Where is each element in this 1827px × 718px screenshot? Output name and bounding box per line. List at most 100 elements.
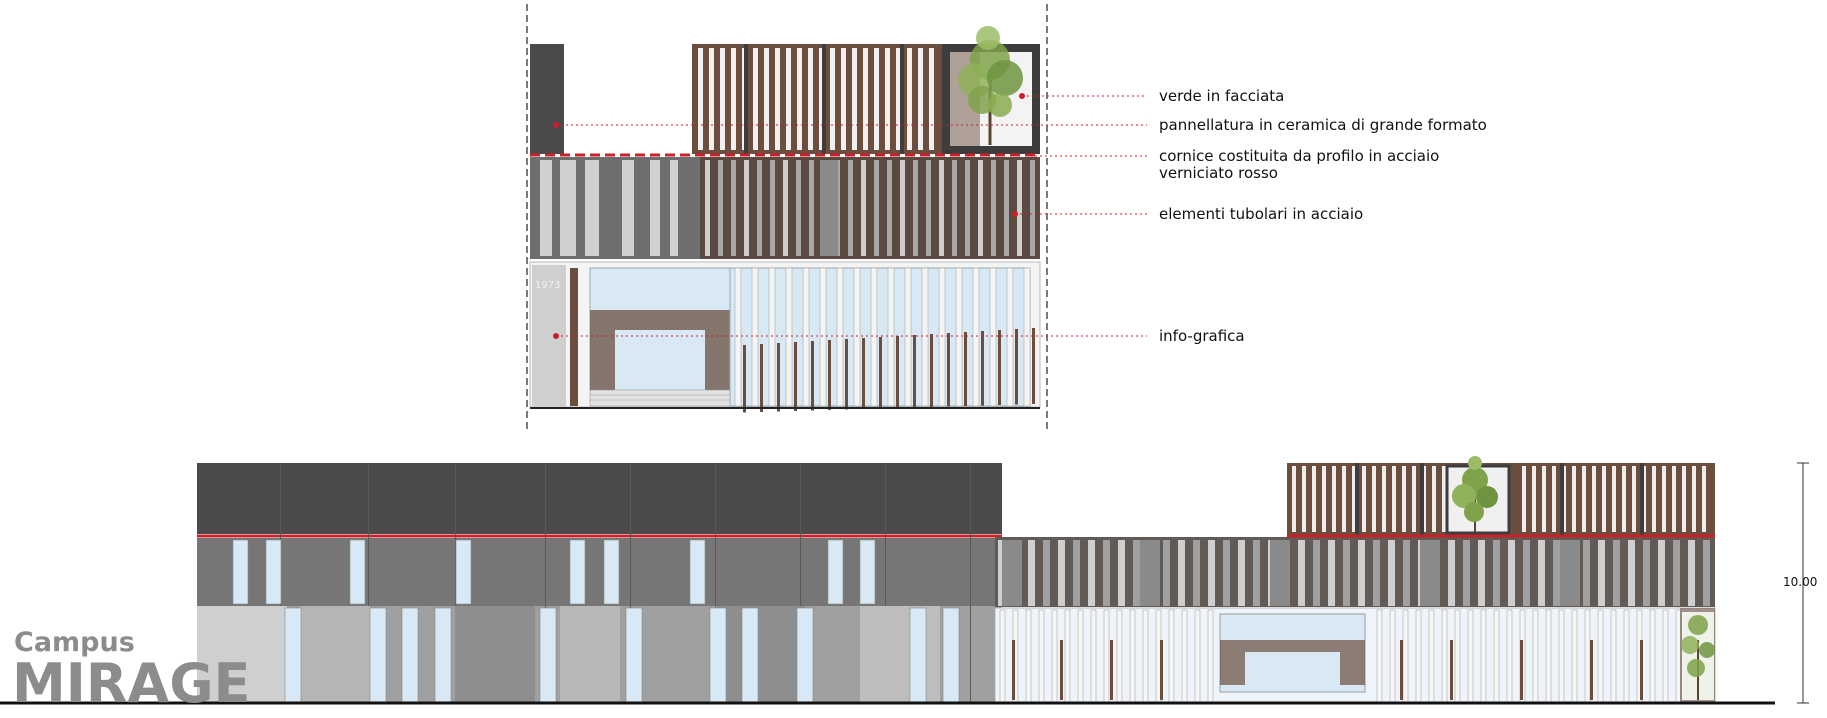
tubular-element [952,160,957,256]
brand-mirage: MIRAGE [12,652,250,715]
ribbon-window [265,539,282,605]
glass-mullion [1389,609,1396,703]
tubular-element [1163,540,1170,606]
glass-mullion [1506,609,1513,703]
tubular-element [1583,540,1590,606]
louvre-fin [1652,466,1656,532]
tubular-element [926,160,931,256]
louvre-fin [929,48,934,150]
tubular-element [1223,540,1230,606]
upper-tree-icon [1452,456,1498,532]
glass-mullion [1051,609,1058,703]
detail-tree-icon [958,26,1023,145]
panel-joint [885,463,886,702]
louvre-fin [863,48,868,150]
middle-panel [585,160,599,256]
tubular-element [1118,540,1125,606]
ribbon-window [401,607,419,703]
middle-panel [1002,540,1022,606]
tubular-element [900,160,905,256]
louvre-fin [698,48,703,150]
ribbon-window [909,607,927,703]
tubular-element [1508,540,1515,606]
annotation-cornice-line1: cornice costituita da profilo in acciaio [1159,147,1439,165]
middle-panel [650,160,660,256]
louvre-fin [1622,466,1626,532]
glass-mullion [1428,609,1435,703]
tubular-element [770,160,775,256]
tubular-element [757,160,762,256]
ribbon-window [942,607,960,703]
middle-panel [670,160,678,256]
tubular-element [1358,540,1365,606]
glass-mullion [938,267,946,407]
glass-mullion [1623,609,1630,703]
tubular-element [965,160,970,256]
tubular-element [1238,540,1245,606]
glass-mullion [1064,609,1071,703]
louvre-fin [1612,466,1616,532]
tubular-element [1463,540,1470,606]
wood-fin [981,331,984,406]
glass-mullion [853,267,861,407]
louvre-mullion [1640,463,1644,535]
wood-fin [1520,640,1523,700]
tubular-element [705,160,710,256]
tubular-element [1073,540,1080,606]
louvre-fin [1302,466,1306,532]
glass-mullion [955,267,963,407]
tubular-element [783,160,788,256]
new-wing-middle-fins [998,540,1710,606]
tubular-element [1017,160,1022,256]
louvre-fin [1432,466,1436,532]
lower-cladding-panel [860,606,940,702]
louvre-fin [1322,466,1326,532]
ribbon-window [569,539,586,605]
ribbon-window [603,539,620,605]
glass-mullion [1662,609,1669,703]
glass-mullion [1493,609,1500,703]
glass-mullion [785,267,793,407]
glass-mullion [1532,609,1539,703]
glass-mullion [1558,609,1565,703]
louvre-fin [841,48,846,150]
glass-mullion [1376,609,1383,703]
tubular-element [1043,540,1050,606]
louvre-fin [1532,466,1536,532]
panel-joint [715,463,716,702]
lower-cladding-panel [560,606,620,702]
glass-mullion [1181,609,1188,703]
tubular-element [1688,540,1695,606]
ribbon-window [232,539,249,605]
panel-joint [368,463,369,702]
middle-panel [820,160,838,256]
louvre-fin [1392,466,1396,532]
ribbon-window [796,607,814,703]
wood-fin [998,330,1001,405]
tubular-element [796,160,801,256]
glass-mullion [1571,609,1578,703]
tubular-element [1403,540,1410,606]
louvre-fin [1582,466,1586,532]
tubular-element [1253,540,1260,606]
tubular-element [1523,540,1530,606]
annotation-cornice-line2: verniciato rosso [1159,164,1278,182]
glass-mullion [1545,609,1552,703]
tubular-element [1088,540,1095,606]
louvre-fin [775,48,780,150]
louvre-fin [1442,466,1446,532]
louvre-fin [874,48,879,150]
louvre-mullion [900,44,904,154]
glass-mullion [1584,609,1591,703]
louvre-fin [753,48,758,150]
tubular-element [1703,540,1710,606]
ground-tree-icon [1681,615,1715,700]
lower-cladding-panel [300,606,370,702]
panel-joint [630,463,631,702]
ribbon-window [284,607,302,703]
tubular-element [1030,160,1035,256]
middle-panel [540,160,552,256]
tubular-element [1388,540,1395,606]
tubular-element [1673,540,1680,606]
